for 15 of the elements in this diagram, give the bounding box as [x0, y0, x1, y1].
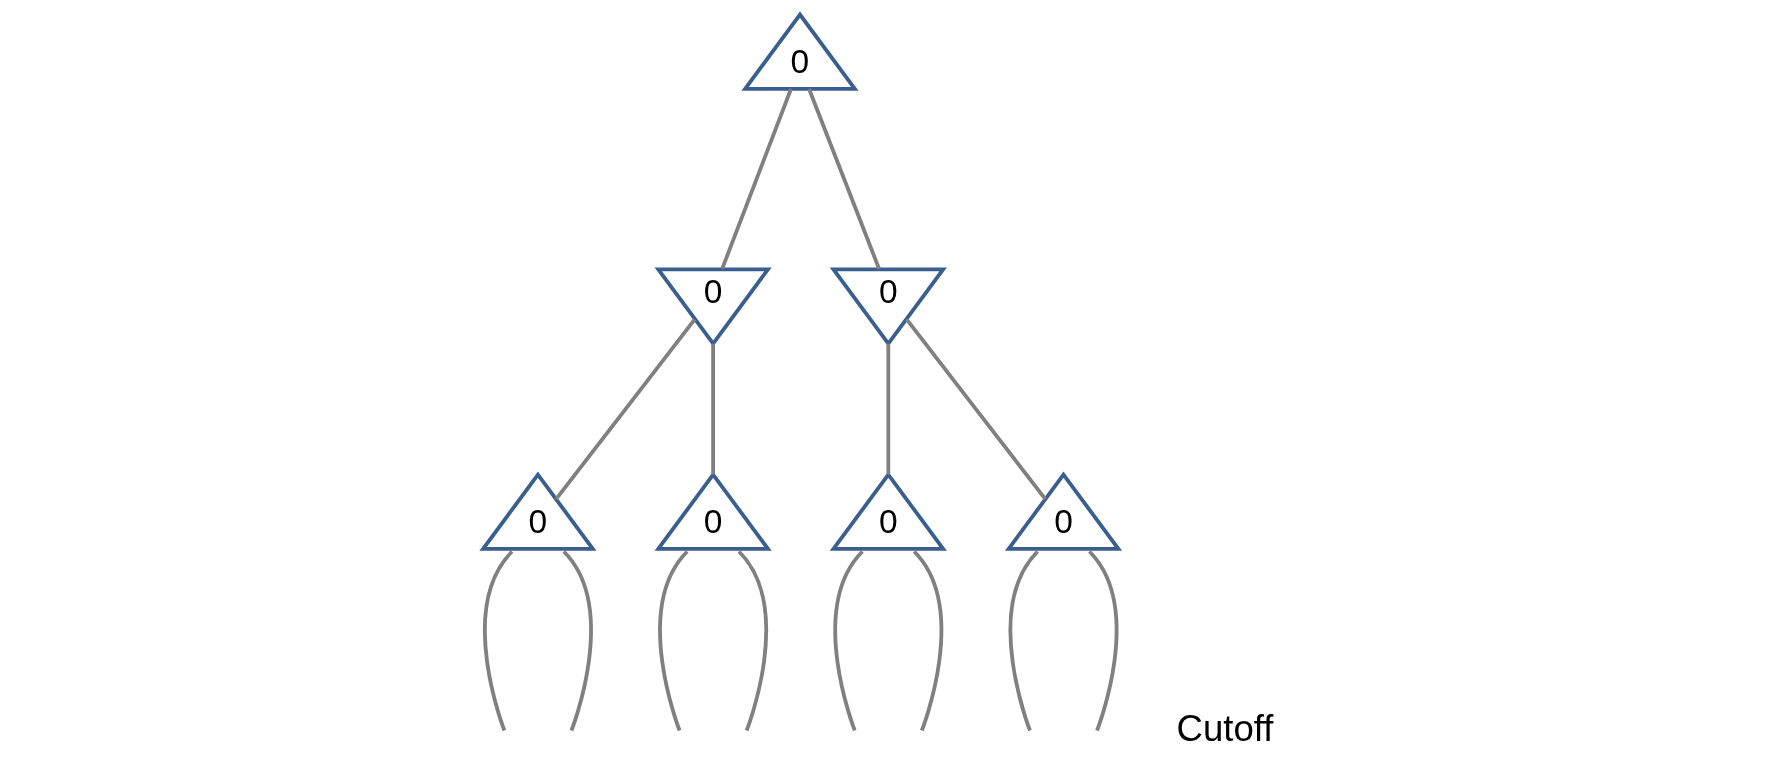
connector	[904, 318, 1047, 501]
connector	[833, 550, 864, 732]
label: Cutoff	[1176, 708, 1273, 750]
connector	[1008, 550, 1039, 732]
connector	[885, 343, 890, 475]
connector	[482, 550, 514, 732]
connector	[806, 88, 881, 270]
connector	[657, 550, 689, 732]
connector	[1087, 550, 1118, 732]
connector	[737, 550, 768, 732]
connector	[554, 318, 696, 501]
connector	[912, 550, 943, 732]
connector	[561, 550, 593, 732]
connector	[710, 343, 715, 475]
connector	[719, 88, 793, 270]
